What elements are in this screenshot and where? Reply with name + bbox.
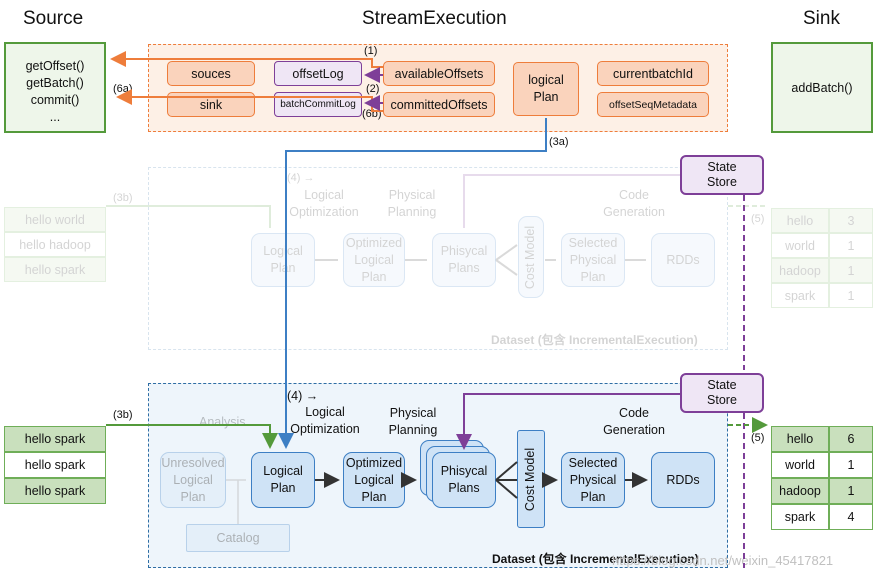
step-label-3a: (3a) xyxy=(549,136,569,148)
faded-output-count: 1 xyxy=(829,258,873,283)
faded-output-word: world xyxy=(771,233,829,258)
source-line-2: getBatch() xyxy=(26,76,84,90)
input-row: hello spark xyxy=(4,478,106,504)
step-label-1: (1) xyxy=(364,45,378,57)
sink-header: Sink xyxy=(803,8,840,29)
source-header: Source xyxy=(23,8,84,29)
faded-dataset-container xyxy=(148,167,728,350)
cost-model-fan xyxy=(495,461,518,499)
rdds-node: RDDs xyxy=(651,452,715,508)
arrow-3b xyxy=(106,424,278,449)
stream-execution-header: StreamExecution xyxy=(362,8,507,29)
faded-step-5: (5) xyxy=(751,213,765,225)
output-word: hadoop xyxy=(771,478,829,504)
faded-rdds: RDDs xyxy=(651,233,715,287)
source-line-4: ... xyxy=(49,110,61,124)
faded-input-row: hello hadoop xyxy=(4,232,106,257)
logical-plan-box: logical Plan xyxy=(513,62,579,116)
input-row: hello spark xyxy=(4,426,106,452)
sink-box: addBatch() xyxy=(771,42,873,133)
step-label-2: (2) xyxy=(366,83,380,95)
arrow-commit xyxy=(116,89,383,112)
dataset-label: Dataset (包含 IncrementalExecution) xyxy=(492,552,699,566)
source-box: getOffset() getBatch() commit() ... xyxy=(4,42,106,133)
faded-input-row: hello spark xyxy=(4,257,106,282)
output-count: 6 xyxy=(829,426,873,452)
faded-output-count: 1 xyxy=(829,283,873,308)
step-label-5: (5) xyxy=(751,432,765,444)
cost-model-node: Cost Model xyxy=(517,430,545,528)
source-line-1: getOffset() xyxy=(25,59,85,73)
logical-plan-line-1: logical xyxy=(528,73,564,87)
output-count: 4 xyxy=(829,504,873,530)
catalog-box: Catalog xyxy=(186,524,290,552)
output-word: world xyxy=(771,452,829,478)
output-count: 1 xyxy=(829,452,873,478)
arrow-getoffset xyxy=(110,51,383,68)
faded-dataset-label: Dataset (包含 IncrementalExecution) xyxy=(491,333,698,347)
faded-step-3b: (3b) xyxy=(113,192,133,204)
souces-box: souces xyxy=(167,61,255,86)
arrow-3a xyxy=(278,118,547,449)
input-row: hello spark xyxy=(4,452,106,478)
faded-output-count: 3 xyxy=(829,208,873,233)
faded-step-4: (4) → xyxy=(287,172,315,184)
source-line-3: commit() xyxy=(30,93,80,107)
faded-output-word: hadoop xyxy=(771,258,829,283)
arrow-statestore-physical xyxy=(456,393,680,450)
faded-output-count: 1 xyxy=(829,233,873,258)
output-word: spark xyxy=(771,504,829,530)
committed-offsets-box: committedOffsets xyxy=(383,92,495,117)
catalog-connector xyxy=(226,479,246,524)
logical-plan-line-2: Plan xyxy=(533,90,559,104)
available-offsets-box: availableOffsets xyxy=(383,61,495,86)
offset-log-box: offsetLog xyxy=(274,61,362,86)
output-count: 1 xyxy=(829,478,873,504)
faded-output-word: hello xyxy=(771,208,829,233)
current-batch-id-box: currentbatchId xyxy=(597,61,709,86)
step-label-3b: (3b) xyxy=(113,409,133,421)
step-label-4: (4) → xyxy=(287,389,319,403)
offset-seq-metadata-box: offsetSeqMetadata xyxy=(597,92,709,117)
watermark: https://blog.csdn.net/weixin_45417821 xyxy=(612,553,834,568)
output-word: hello xyxy=(771,426,829,452)
faded-cost-model: Cost Model xyxy=(518,216,544,298)
faded-output-word: spark xyxy=(771,283,829,308)
faded-input-row: hello world xyxy=(4,207,106,232)
